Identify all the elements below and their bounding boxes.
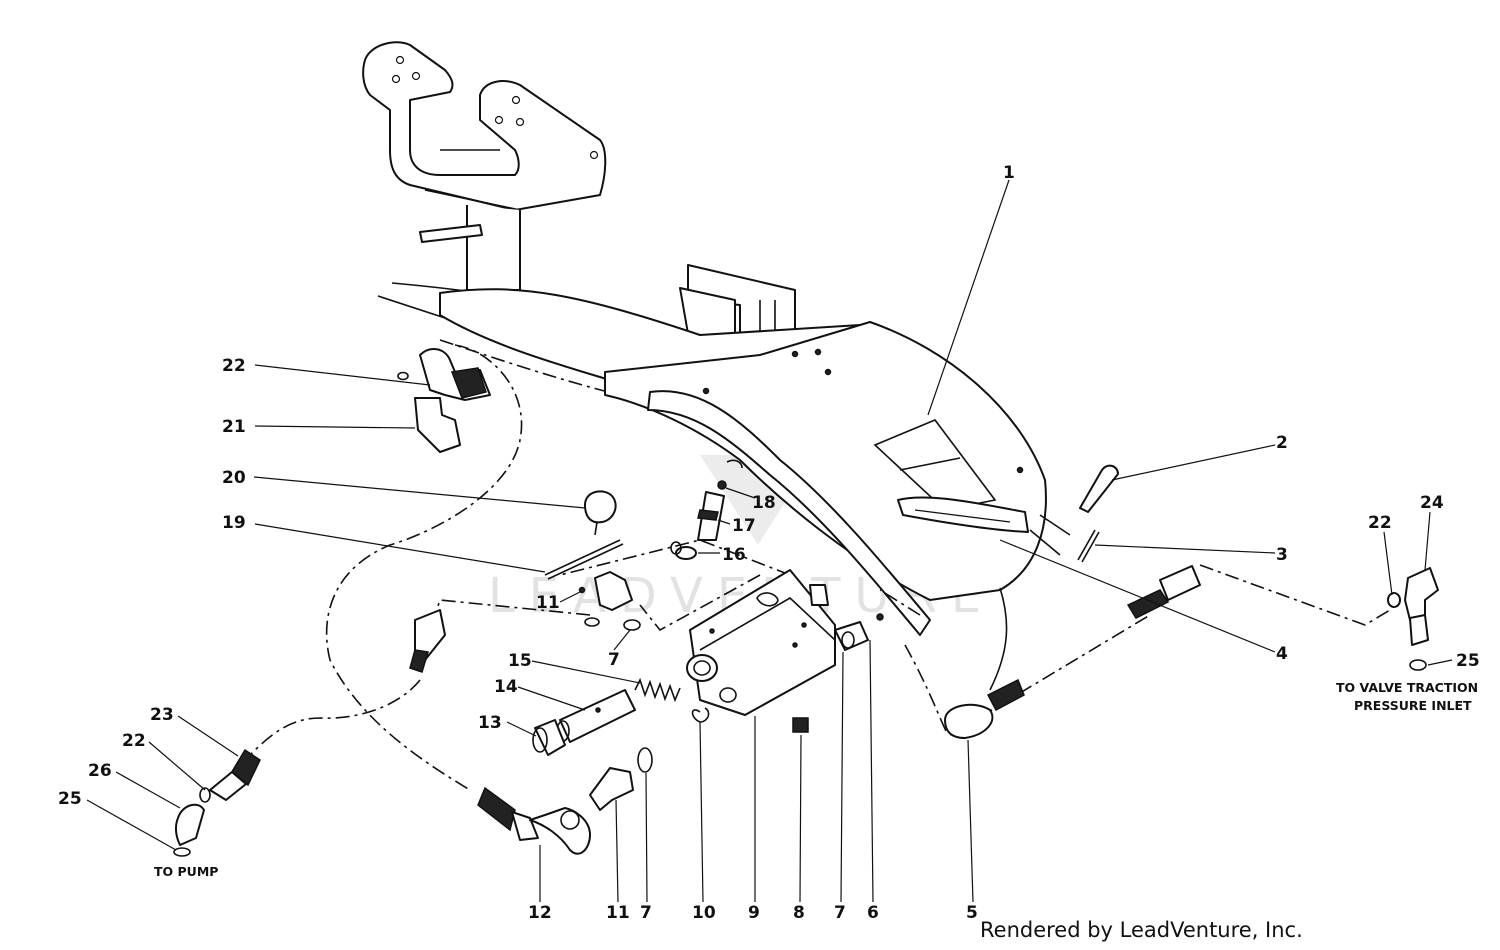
callout-3: 3	[1276, 545, 1288, 565]
valve-inlet-fittings	[1387, 567, 1439, 671]
callout-25-valve: 25	[1456, 651, 1480, 671]
callout-9: 9	[748, 903, 760, 923]
callout-2: 2	[1276, 433, 1288, 453]
part-9-valve-body	[686, 569, 836, 716]
part-20-knob	[584, 490, 617, 536]
callout-22-top: 22	[222, 356, 246, 376]
part-13-14-15-cartridge	[532, 677, 681, 756]
leader-lines	[86, 179, 1453, 903]
note-valve-line-1: TO VALVE TRACTION	[1336, 680, 1478, 695]
part-16-17-18-spool	[670, 459, 743, 560]
callout-8: 8	[793, 903, 805, 923]
callout-18: 18	[752, 493, 776, 513]
part-6-7-fittings	[834, 613, 884, 651]
part-7-oring-lower	[637, 747, 653, 773]
callout-23: 23	[150, 705, 174, 725]
callout-20: 20	[222, 468, 246, 488]
part-21-22-fittings	[397, 348, 491, 453]
part-10-snap-ring	[691, 707, 710, 723]
callout-6: 6	[867, 903, 879, 923]
callout-21: 21	[222, 417, 246, 437]
callout-16: 16	[722, 545, 746, 565]
callout-14: 14	[494, 677, 518, 697]
callout-4: 4	[1276, 644, 1288, 664]
callout-5: 5	[966, 903, 978, 923]
callout-11-upper: 11	[536, 593, 560, 613]
callout-25-pump: 25	[58, 789, 82, 809]
callout-11-lower: 11	[606, 903, 630, 923]
notes: TO VALVE TRACTION PRESSURE INLET TO PUMP	[154, 680, 1478, 879]
callout-17: 17	[732, 516, 756, 536]
callout-7-right: 7	[834, 903, 846, 923]
part-19-pin	[544, 539, 624, 580]
part-8-plug	[792, 584, 829, 733]
part-11-elbow-upper	[578, 571, 641, 631]
callout-22-valve: 22	[1368, 513, 1392, 533]
part-4-5-hoses	[944, 565, 1201, 739]
note-valve-line-2: PRESSURE INLET	[1354, 698, 1472, 713]
part-3-pin	[1029, 514, 1100, 563]
part-11-12-hose-assembly	[477, 767, 634, 855]
callout-1: 1	[1003, 163, 1015, 183]
seat-bracket	[362, 41, 607, 291]
render-credit: Rendered by LeadVenture, Inc.	[980, 918, 1303, 942]
callout-12: 12	[528, 903, 552, 923]
lever-tube	[647, 390, 931, 636]
callout-labels: 1 2 3 4 5 6 7 7 7 8 9 10 11 11 12 13 14 …	[58, 163, 1480, 923]
part-2-bolt	[1079, 464, 1119, 513]
callout-15: 15	[508, 651, 532, 671]
callout-10: 10	[692, 903, 716, 923]
callout-24: 24	[1420, 493, 1444, 513]
pump-fittings	[173, 609, 446, 857]
callout-7-lower: 7	[640, 903, 652, 923]
callout-19: 19	[222, 513, 246, 533]
note-to-pump: TO PUMP	[154, 864, 218, 879]
callout-26: 26	[88, 761, 112, 781]
callout-22-pump: 22	[122, 731, 146, 751]
callout-13: 13	[478, 713, 502, 733]
callout-7-upper: 7	[608, 650, 620, 670]
